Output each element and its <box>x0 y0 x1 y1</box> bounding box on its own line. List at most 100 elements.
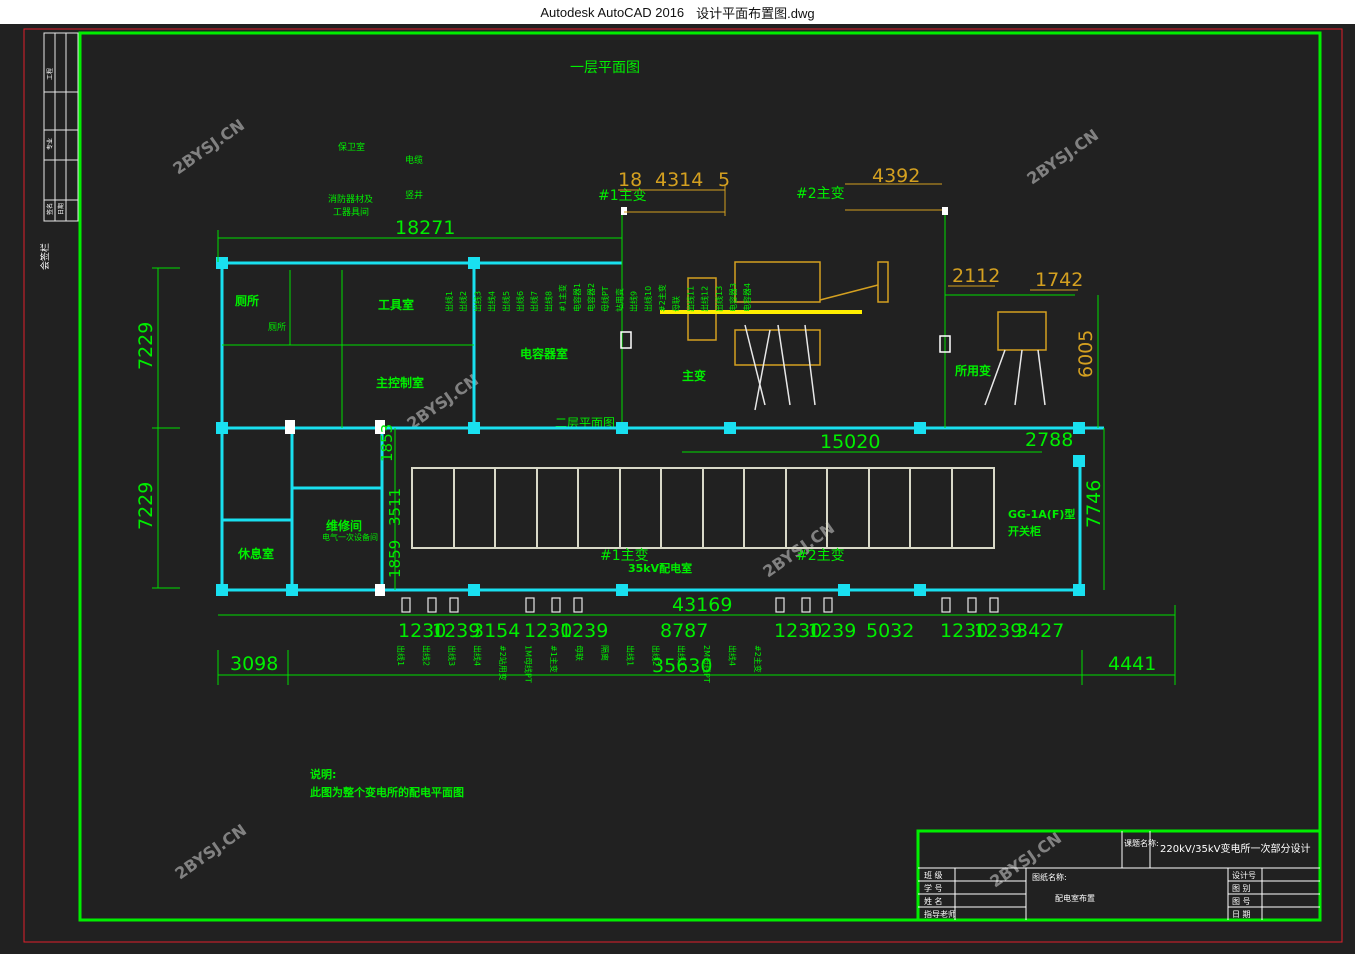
app-name: Autodesk AutoCAD 2016 <box>540 4 685 20</box>
svg-text:姓 名: 姓 名 <box>924 896 943 906</box>
window-title-bar: Autodesk AutoCAD 2016 设计平面布置图.dwg <box>0 0 1355 24</box>
feeder-label-bottom: 出线4 <box>473 645 483 666</box>
room-repair: 维修间 <box>326 518 362 533</box>
feeder-label-top: 出线4 <box>487 291 497 312</box>
bottom-dimension-text: 5032 <box>866 620 914 642</box>
bottom-dimension-text: 1230 <box>774 620 822 642</box>
building-columns <box>216 257 1085 596</box>
feeder-label-bottom: 出线2 <box>651 645 661 666</box>
file-name: 设计平面布置图.dwg <box>696 5 815 21</box>
watermark: 2BYSJ.CN <box>1023 125 1102 188</box>
feeder-label-top: 出线9 <box>629 291 639 312</box>
svg-text:18: 18 <box>618 169 642 191</box>
dimension-lines <box>152 230 1176 685</box>
title-block-texts: 课题名称: 220kV/35kV变电所一次部分设计 图纸名称: 配电室布置 班 … <box>924 838 1310 919</box>
switchgear-label-2: 开关柜 <box>1008 524 1041 538</box>
top-notes: 保卫室 电缆 消防器材及 工器具间 竖井 <box>328 141 423 218</box>
feeder-label-bottom: 出线4 <box>728 645 738 666</box>
feeder-label-top: 电容器2 <box>586 283 596 312</box>
svg-text:35630: 35630 <box>652 655 712 677</box>
svg-text:#1主变: #1主变 <box>600 548 649 564</box>
title-block <box>916 829 1322 922</box>
feeder-label-top: 站用变 <box>614 288 624 312</box>
room-main-transformer: 主变 <box>682 368 706 383</box>
bottom-dimension-text: 1239 <box>432 620 480 642</box>
room-toilet: 厕所 <box>235 293 259 308</box>
feeder-label-bottom: #2主变 <box>753 645 763 673</box>
feeder-label-top: 出线11 <box>685 286 695 312</box>
sheet-outer-border <box>23 28 1343 943</box>
feeder-label-top: 出线2 <box>458 291 468 312</box>
bushing-right <box>939 335 951 353</box>
project-label: 课题名称: <box>1124 838 1159 848</box>
transformer-leads <box>744 324 1046 411</box>
transformer-dimension-lines <box>618 183 1078 291</box>
bottom-dimension-text: 3154 <box>472 620 520 642</box>
dimension-texts: 18271 7229 7229 43169 3098 4441 35630 15… <box>135 217 1156 677</box>
watermark: 2BYSJ.CN <box>169 115 248 178</box>
switchgear-cabinets <box>411 467 995 549</box>
aux-transformer-symbol <box>997 311 1047 351</box>
svg-text:3098: 3098 <box>230 653 278 675</box>
svg-text:电缆: 电缆 <box>405 154 423 166</box>
room-tools: 工具室 <box>378 297 414 312</box>
feeder-label-bottom: 2M母线PT <box>702 645 712 683</box>
strip-label-0: 工程 <box>46 68 54 80</box>
feeder-label-top: 电容器4 <box>742 283 752 312</box>
notes-title: 说明: <box>310 767 336 781</box>
svg-text:1742: 1742 <box>1035 269 1083 291</box>
feeder-label-bottom: #1主变 <box>549 645 559 673</box>
bottom-dimension-text: 1239 <box>974 620 1022 642</box>
svg-text:7229: 7229 <box>135 322 157 370</box>
svg-text:4392: 4392 <box>872 165 920 187</box>
feeder-label-bottom: 出线3 <box>447 645 457 666</box>
feeder-label-top: 出线6 <box>515 291 525 312</box>
room-aux-transformer: 所用变 <box>955 363 991 378</box>
svg-text:保卫室: 保卫室 <box>338 141 365 153</box>
feeder-label-bottom: 出线1 <box>396 645 406 666</box>
strip-label-1: 专业 <box>46 138 54 150</box>
feeder-label-top: 母线PT <box>600 286 610 312</box>
room-main-control: 主控制室 <box>376 375 424 390</box>
drawing-name: 配电室布置 <box>1055 893 1095 903</box>
strip-label-3: 日期 <box>57 203 65 215</box>
feeder-label-bottom: 1M母线PT <box>524 645 534 683</box>
room-repair-sub: 电气一次设备间 <box>322 532 378 542</box>
feeder-label-top: 出线8 <box>543 291 553 312</box>
svg-text:设计号: 设计号 <box>1232 870 1256 880</box>
feeder-label-top: 出线1 <box>444 291 454 312</box>
switchgear-label-1: GG-1A(F)型 <box>1008 507 1075 521</box>
feeder-label-top: #1主变 <box>558 284 568 312</box>
svg-text:4314: 4314 <box>655 169 703 191</box>
feeder-label-top: 母联 <box>672 296 681 312</box>
room-35kv: 35kV配电室 <box>628 561 692 575</box>
svg-text:18271: 18271 <box>395 217 455 239</box>
svg-text:3511: 3511 <box>386 488 404 526</box>
room-capacitor: 电容器室 <box>520 346 568 361</box>
bottom-dimension-text: 3427 <box>1016 620 1064 642</box>
feeder-label-bottom: 母联 <box>575 645 584 661</box>
room-toilet-2: 厕所 <box>268 322 286 333</box>
transformer-dimension-texts: 18 4314 5 4392 2112 1742 6005 <box>618 165 1097 378</box>
feeder-label-bottom: #2站用变 <box>498 645 508 681</box>
feeder-label-top: 出线7 <box>529 291 539 312</box>
svg-text:图 别: 图 别 <box>1232 884 1251 893</box>
svg-text:1859: 1859 <box>386 540 404 578</box>
svg-text:班 级: 班 级 <box>924 870 943 880</box>
bottom-dimension-text: 1230 <box>940 620 988 642</box>
svg-text:学 号: 学 号 <box>924 883 943 893</box>
bottom-dimension-text: 1239 <box>560 620 608 642</box>
cad-drawing-canvas[interactable]: 会签栏 工程 专业 签名 日期 2BYSJ.CN 2BYSJ.CN 2BYSJ.… <box>0 24 1355 954</box>
countersign-strip <box>43 32 79 222</box>
watermark: 2BYSJ.CN <box>171 820 250 883</box>
bottom-dimension-text: 1230 <box>524 620 572 642</box>
drawing-name-label: 图纸名称: <box>1032 872 1067 882</box>
svg-text:4441: 4441 <box>1108 653 1156 675</box>
svg-text:竖井: 竖井 <box>405 189 423 201</box>
feeder-label-bottom: 隔离 <box>600 645 610 661</box>
svg-text:#2主变: #2主变 <box>796 186 845 202</box>
notes-text: 此图为整个变电所的配电平面图 <box>310 785 464 799</box>
svg-text:指导老师: 指导老师 <box>924 909 956 919</box>
